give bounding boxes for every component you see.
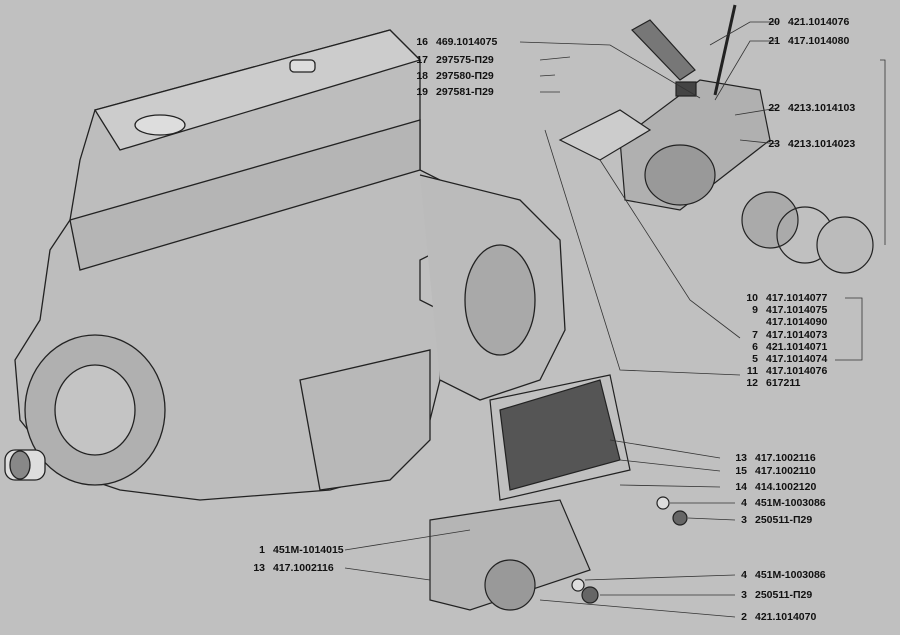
callout-9b: 417.1014090: [766, 316, 828, 328]
leader-lines: [344, 21, 886, 618]
oil-pump-parts: [429, 4, 874, 611]
engine-block: [4, 29, 566, 501]
